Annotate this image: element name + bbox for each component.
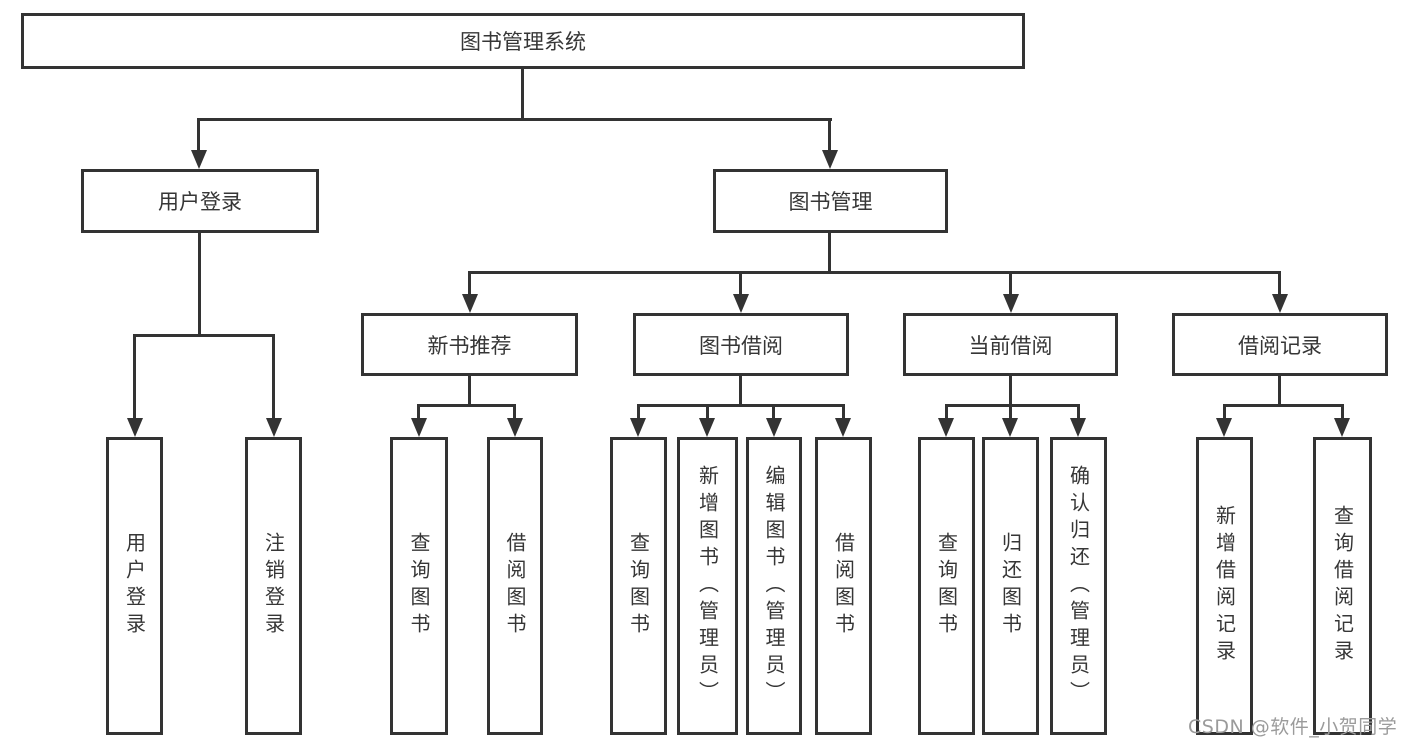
leaf-query-books: 查询图书 [918,437,975,735]
arrow-down-icon [835,418,851,437]
edge-to-leaf [772,404,775,420]
node-borrow-records: 借阅记录 [1172,313,1388,376]
arrow-down-icon [1272,294,1288,313]
arrow-down-icon [1334,418,1350,437]
edge-to-new-books [468,271,471,297]
edge-records-stem [1278,376,1281,407]
arrow-down-icon [1003,294,1019,313]
leaf-add-books-admin: 新增图书（管理员） [677,437,738,735]
arrow-down-icon [507,418,523,437]
leaf-add-borrow-record: 新增借阅记录 [1196,437,1253,735]
edge-root-span [197,118,832,121]
leaf-edit-books-admin: 编辑图书（管理员） [746,437,802,735]
edge-root-stem [521,69,524,120]
node-root-system: 图书管理系统 [21,13,1025,69]
arrow-down-icon [822,150,838,169]
edge-to-leaf [272,334,275,420]
node-new-book-recommend: 新书推荐 [361,313,578,376]
edge-borrowing-stem [739,376,742,407]
edge-current-span [945,404,1080,407]
edge-records-span [1223,404,1344,407]
edge-management-stem [828,232,831,274]
edge-to-borrowing [739,271,742,297]
edge-to-leaf [706,404,709,420]
edge-new-books-stem [468,376,471,407]
leaf-query-books: 查询图书 [610,437,667,735]
arrow-down-icon [462,294,478,313]
watermark-text: CSDN @软件_小贺同学 [1188,716,1398,738]
edge-to-records [1278,271,1281,297]
leaf-query-books: 查询图书 [390,437,448,735]
edge-to-leaf [945,404,948,420]
arrow-down-icon [1002,418,1018,437]
leaf-confirm-return-admin: 确认归还（管理员） [1050,437,1107,735]
leaf-query-borrow-record: 查询借阅记录 [1313,437,1372,735]
edge-to-leaf [133,334,136,420]
leaf-user-login: 用户登录 [106,437,163,735]
edge-to-leaf [1223,404,1226,420]
arrow-down-icon [191,150,207,169]
leaf-borrow-books: 借阅图书 [815,437,872,735]
edge-to-leaf [417,404,420,420]
arrow-down-icon [766,418,782,437]
edge-management-span [468,271,1281,274]
edge-login-span [133,334,275,337]
edge-borrowing-span [637,404,845,407]
arrow-down-icon [1070,418,1086,437]
edge-to-leaf [842,404,845,420]
node-current-borrowing: 当前借阅 [903,313,1118,376]
arrow-down-icon [411,418,427,437]
edge-to-current [1009,271,1012,297]
leaf-return-books: 归还图书 [982,437,1039,735]
node-book-management: 图书管理 [713,169,948,233]
arrow-down-icon [699,418,715,437]
arrow-down-icon [733,294,749,313]
edge-to-management [828,118,831,154]
edge-to-login [197,118,200,154]
edge-to-leaf [1009,404,1012,420]
leaf-logout: 注销登录 [245,437,302,735]
arrow-down-icon [630,418,646,437]
arrow-down-icon [1216,418,1232,437]
arrow-down-icon [938,418,954,437]
edge-to-leaf [513,404,516,420]
edge-login-stem [198,233,201,337]
node-user-login: 用户登录 [81,169,319,233]
arrow-down-icon [127,418,143,437]
arrow-down-icon [266,418,282,437]
edge-to-leaf [1077,404,1080,420]
leaf-borrow-books: 借阅图书 [487,437,543,735]
node-book-borrowing: 图书借阅 [633,313,849,376]
edge-current-stem [1009,376,1012,407]
edge-to-leaf [1341,404,1344,420]
edge-to-leaf [637,404,640,420]
edge-new-books-span [417,404,516,407]
